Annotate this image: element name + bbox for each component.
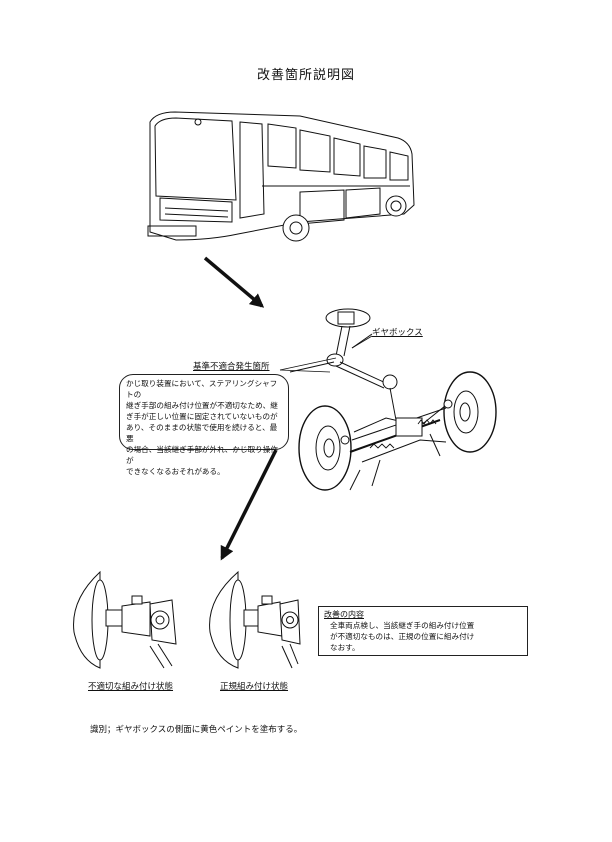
proper-joint-illustration [209, 570, 301, 669]
defect-location-label: 基準不適合発生箇所 [193, 362, 270, 372]
page-title: 改善箇所説明図 [256, 68, 355, 83]
improvement-line: なおす。 [330, 643, 360, 652]
improper-assembly-caption: 不適切な組み付け状態 [88, 682, 174, 692]
defect-note-line: ぎ手が正しい位置に固定されていないものが [126, 412, 278, 421]
improper-joint-illustration [73, 570, 177, 669]
defect-note-line: できなくなるおそれがある。 [126, 467, 225, 476]
pointer-lines [279, 335, 373, 373]
defect-note-box: かじ取り装置において、ステアリングシャフトの 継ぎ手部の組み付け位置が不適切なた… [119, 374, 289, 476]
defect-note-line: あり、そのままの状態で使用を続けると、最悪 [126, 423, 278, 443]
arrow-2 [220, 449, 278, 561]
improvement-line: 全車両点検し、当該継ぎ手の組み付け位置 [330, 621, 475, 630]
arrow-1 [203, 256, 265, 308]
defect-note-line: の場合、当該継ぎ手部が外れ、かじ取り操作が [126, 445, 278, 465]
proper-assembly-caption: 正規組み付け状態 [220, 682, 289, 692]
improvement-text: 全車両点検し、当該継ぎ手の組み付け位置 が不適切なものは、正規の位置に組み付け … [324, 620, 522, 653]
improvement-title: 改善の内容 [324, 610, 364, 619]
bus-illustration [147, 111, 415, 242]
defect-note-line: かじ取り装置において、ステアリングシャフトの [126, 379, 278, 399]
identification-note: 識別；ギヤボックスの側面に黄色ペイントを塗布する。 [90, 725, 303, 735]
improvement-line: が不適切なものは、正規の位置に組み付け [330, 632, 475, 641]
defect-note-line: 継ぎ手部の組み付け位置が不適切なため、継 [126, 401, 278, 410]
steering-system-illustration [289, 308, 497, 491]
improvement-box: 改善の内容 全車両点検し、当該継ぎ手の組み付け位置 が不適切なものは、正規の位置… [318, 606, 528, 656]
gear-box-label: ギヤボックス [372, 328, 423, 338]
